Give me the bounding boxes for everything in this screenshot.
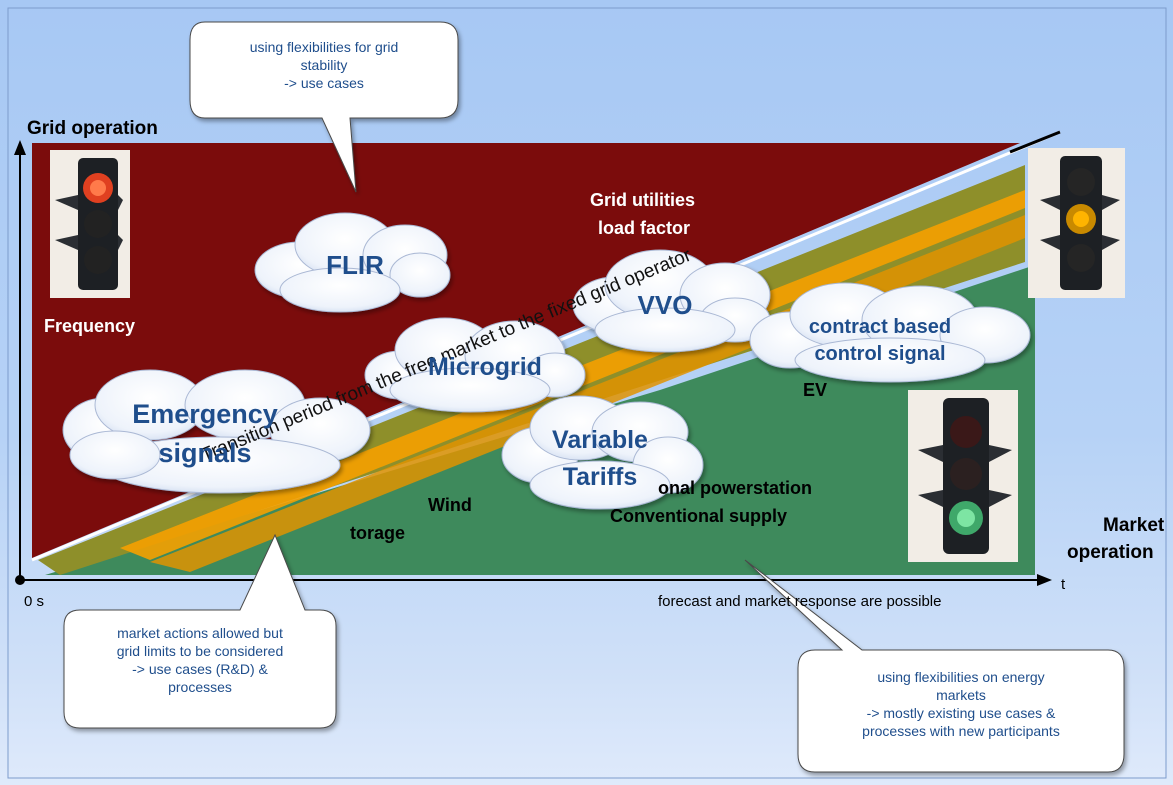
callout-top-line: -> use cases <box>284 75 364 91</box>
load-factor-label: load factor <box>598 218 691 238</box>
cloud-vvo-shape <box>572 249 771 353</box>
cloud-microgrid-shape <box>364 317 586 413</box>
cloud-emergency-label-line1: Emergency <box>132 399 278 429</box>
outer-frame <box>7 7 1167 779</box>
x-axis-label-line2: operation <box>1067 542 1154 563</box>
callout-bottom-right-line: using flexibilities on energy <box>877 669 1045 685</box>
wind-label: Wind <box>428 495 472 515</box>
origin-label: 0 s <box>24 593 45 610</box>
callout-bottom-right-line: processes with new participants <box>862 723 1060 739</box>
grid-utilities-label: Grid utilities <box>590 190 696 210</box>
powerstation-label: onal powerstation <box>658 478 813 498</box>
callout-top-line: stability <box>300 57 348 73</box>
cloud-variable-label-line1: Variable <box>552 426 648 454</box>
callout-bottom-left: market actions allowed but grid limits t… <box>66 624 334 696</box>
axis-origin-dot <box>15 575 25 585</box>
cloud-contract-label-line2: control signal <box>814 343 946 365</box>
traffic-light-yellow <box>1028 148 1125 298</box>
forecast-label: forecast and market response are possibl… <box>658 593 942 610</box>
ev-label: EV <box>803 380 828 400</box>
t-axis-label: t <box>1061 576 1066 593</box>
cloud-flir-label: FLIR <box>326 250 384 280</box>
callout-top-shape <box>189 21 459 193</box>
storage-label: torage <box>350 523 406 543</box>
market-region <box>45 265 1035 575</box>
cloud-contract-label-line1: contract based <box>808 316 952 338</box>
traffic-light-red <box>50 150 130 298</box>
callout-bottom-right-line: -> mostly existing use cases & <box>866 705 1056 721</box>
callout-bottom-left-line: -> use cases (R&D) & <box>132 661 268 677</box>
cloud-variable-shape <box>501 395 704 510</box>
boundary-extension <box>1009 130 1061 154</box>
traffic-light-green <box>908 390 1018 562</box>
x-axis-arrow <box>1037 574 1052 586</box>
cloud-contract-shape <box>749 282 1031 383</box>
y-axis-label: Grid operation <box>27 118 158 139</box>
cloud-emergency-label-line2: signals <box>158 438 252 468</box>
callout-bottom-left-line: market actions allowed but <box>117 625 283 641</box>
y-axis-arrow <box>14 140 26 155</box>
callout-bottom-right: using flexibilities on energy markets ->… <box>800 668 1122 740</box>
callout-bottom-right-shape <box>744 559 1125 773</box>
cloud-variable-label-line2: Tariffs <box>562 463 638 491</box>
x-axis-label-line1: Market <box>1103 515 1165 536</box>
callout-top-line: using flexibilities for grid <box>249 39 399 55</box>
callout-bottom-right-line: markets <box>936 687 986 703</box>
callout-bottom-left-line: processes <box>168 679 232 695</box>
cloud-vvo-label: VVO <box>637 290 693 320</box>
callout-bottom-left-shape <box>63 533 337 729</box>
cloud-flir-shape <box>254 212 451 313</box>
cloud-microgrid-label: Microgrid <box>428 353 542 381</box>
conventional-supply-label: Conventional supply <box>610 506 788 526</box>
callout-bottom-left-line: grid limits to be considered <box>116 643 284 659</box>
frequency-label: Frequency <box>44 316 136 336</box>
cloud-emergency-shape <box>62 369 371 494</box>
callout-top: using flexibilities for grid stability -… <box>192 38 456 92</box>
